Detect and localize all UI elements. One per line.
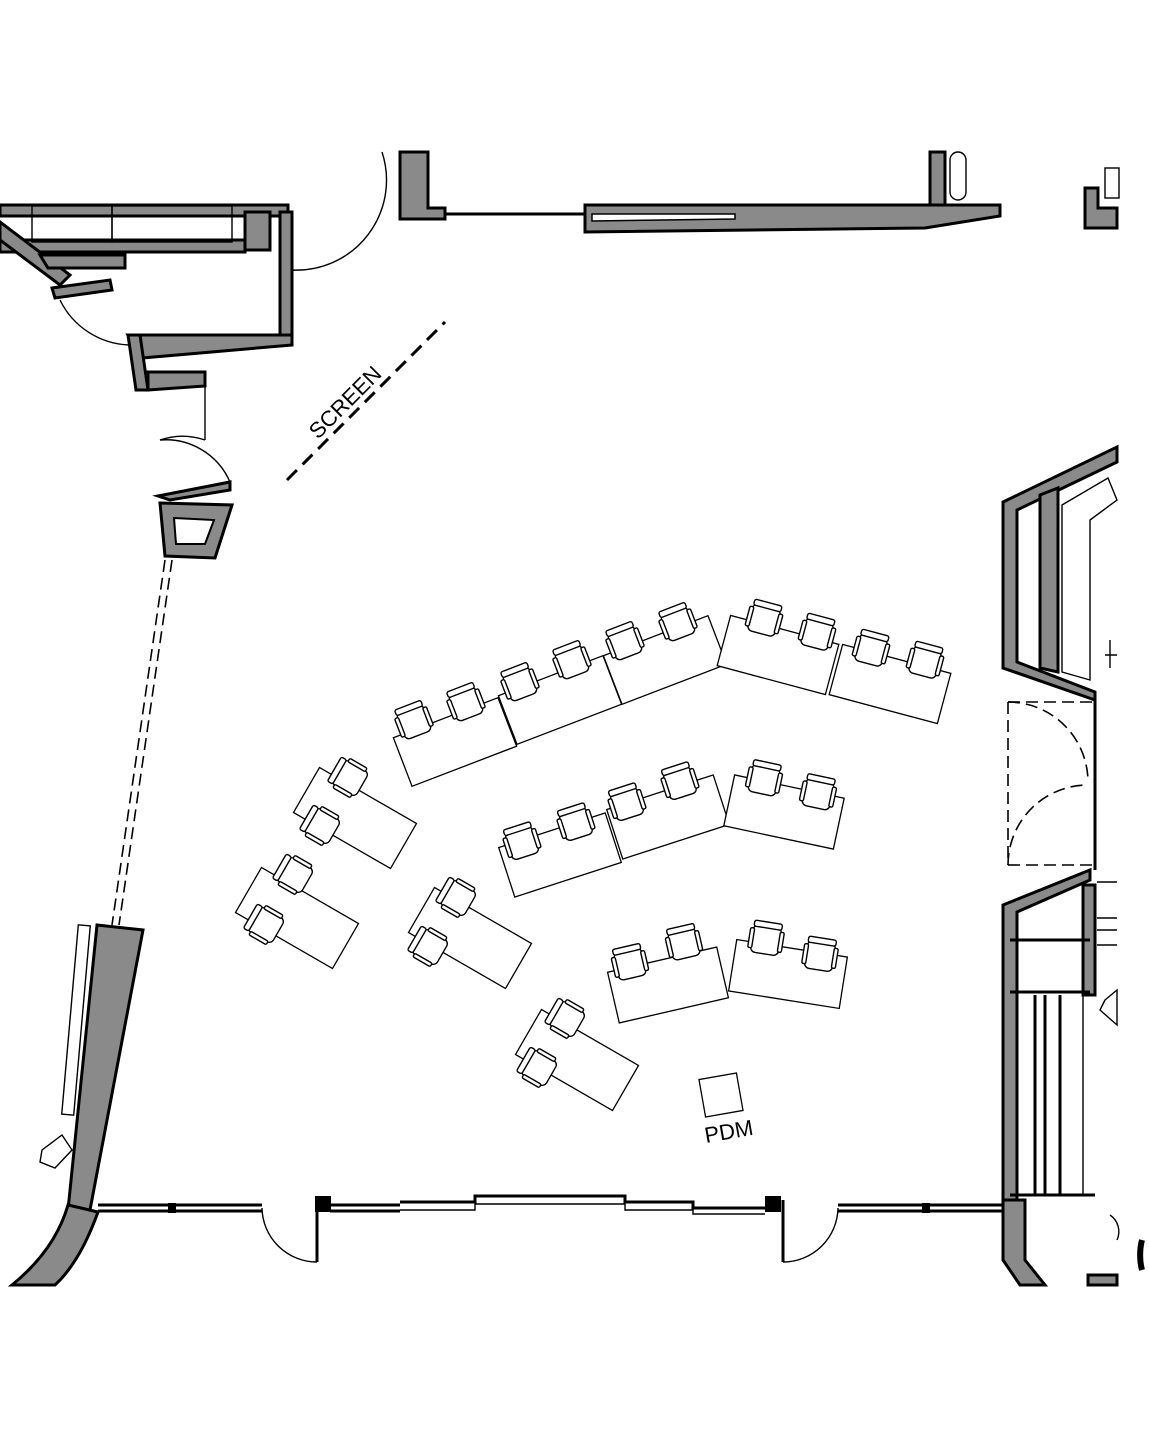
chair bbox=[610, 943, 650, 981]
chair bbox=[394, 700, 434, 740]
projection-screen: SCREEN bbox=[285, 320, 447, 482]
chair bbox=[660, 761, 700, 801]
chair bbox=[446, 682, 486, 722]
table bbox=[514, 1008, 640, 1112]
north-wall bbox=[398, 150, 1120, 234]
chair bbox=[798, 773, 838, 811]
table bbox=[407, 886, 533, 990]
podium: PDM bbox=[698, 1072, 755, 1148]
chair bbox=[516, 1046, 557, 1088]
chair bbox=[605, 621, 645, 661]
chair bbox=[607, 782, 647, 822]
podium-label: PDM bbox=[703, 1115, 755, 1148]
chair bbox=[552, 640, 592, 680]
chair bbox=[435, 876, 476, 918]
chair bbox=[851, 628, 891, 667]
chair bbox=[744, 759, 784, 797]
chair bbox=[744, 598, 784, 637]
table bbox=[392, 696, 518, 788]
chair bbox=[664, 923, 704, 961]
table bbox=[602, 614, 728, 706]
chair bbox=[299, 804, 340, 846]
east-rooms bbox=[1001, 444, 1145, 1287]
chair bbox=[658, 602, 698, 642]
chair bbox=[747, 919, 785, 956]
top-left-rooms bbox=[0, 151, 388, 483]
chair bbox=[544, 997, 585, 1039]
table bbox=[234, 866, 360, 970]
table bbox=[828, 643, 952, 725]
chair bbox=[243, 903, 284, 945]
seating-layout bbox=[234, 598, 952, 1112]
table bbox=[292, 766, 418, 870]
table bbox=[605, 774, 731, 860]
chair bbox=[272, 853, 313, 895]
chair bbox=[407, 925, 448, 967]
west-wall bbox=[7, 480, 235, 1287]
chair bbox=[327, 756, 368, 798]
chair bbox=[797, 612, 837, 651]
screen-label: SCREEN bbox=[304, 361, 387, 444]
table bbox=[716, 614, 840, 696]
chair bbox=[801, 935, 839, 972]
chair bbox=[556, 802, 596, 842]
chair bbox=[500, 662, 540, 702]
chair bbox=[502, 821, 542, 861]
chair bbox=[905, 640, 945, 679]
south-wall bbox=[98, 1194, 1003, 1263]
